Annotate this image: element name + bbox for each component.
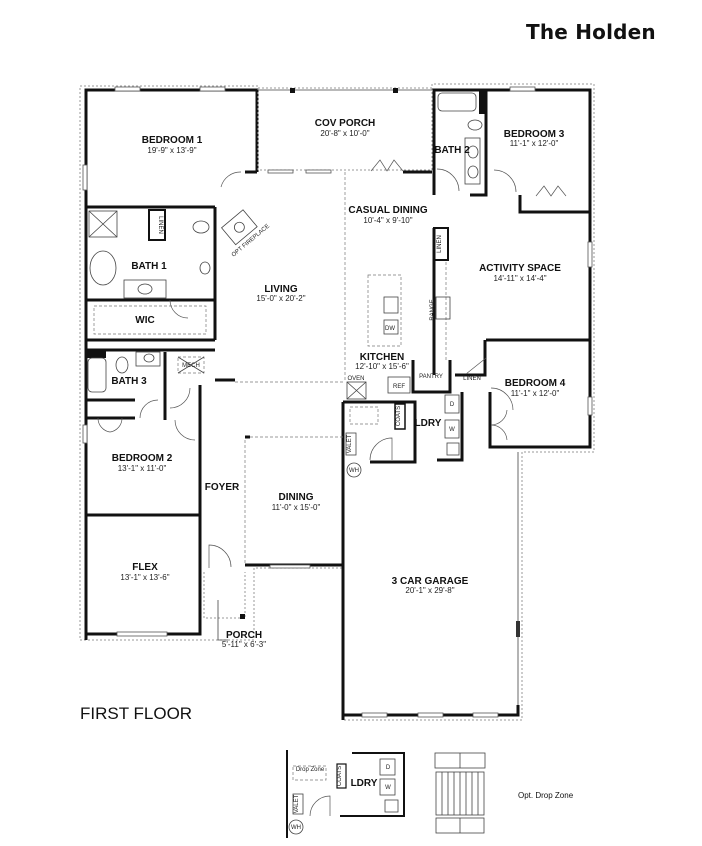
linen-label-hall: LINEN <box>463 376 481 382</box>
option-wh-label: WH <box>291 825 301 831</box>
room-bath3-mech: MECH BATH 3 <box>86 348 215 420</box>
room-dims-bedroom2: 13'-1" x 11'-0" <box>118 464 167 473</box>
option-drop-zone-label: Drop Zone <box>296 767 325 773</box>
room-garage: 3 CAR GARAGE 20'-1" x 29'-8" <box>343 452 520 718</box>
room-name-foyer: FOYER <box>205 482 240 493</box>
room-name-bedroom1: BEDROOM 1 <box>142 135 203 146</box>
room-dims-kitchen: 12'-10" x 15'-6" <box>355 362 409 371</box>
room-casual-dining-kitchen: CASUAL DINING 10'-4" x 9'-10" KITCHEN 12… <box>344 172 452 400</box>
room-name-bath1: BATH 1 <box>131 261 167 272</box>
room-name-bedroom2: BEDROOM 2 <box>112 453 173 464</box>
room-dims-bedroom4: 11'-1" x 12'-0" <box>511 389 560 398</box>
mech-label: MECH <box>182 363 200 369</box>
option-washer-label: W <box>385 785 391 791</box>
fireplace-label: OPT FIREPLACE <box>231 224 271 259</box>
pantry-label: PANTRY <box>419 374 443 380</box>
room-dims-porch: 5'-11" x 6'-3" <box>222 640 266 649</box>
dryer-label: D <box>450 402 455 408</box>
water-heater-label: WH <box>349 468 359 474</box>
room-name-bedroom4: BEDROOM 4 <box>505 378 566 389</box>
room-name-bath2: BATH 2 <box>434 145 470 156</box>
room-living: LIVING 15'-0" x 20'-2" <box>215 284 345 383</box>
option-drop-zone-plan: Drop Zone COATS LDRY D W VALET WH <box>286 750 405 838</box>
option-ldry-label: LDRY <box>351 778 378 789</box>
ref-label: REF <box>393 384 405 390</box>
room-bedroom1: BEDROOM 1 19'-9" x 13'-9" <box>82 86 259 209</box>
room-dims-casual-dining: 10'-4" x 9'-10" <box>363 216 412 225</box>
linen-label-bath1: LINEN <box>157 216 163 234</box>
washer-label: W <box>449 427 455 433</box>
option-drop-zone-elevation <box>434 752 486 834</box>
room-dims-garage: 20'-1" x 29'-8" <box>405 586 454 595</box>
linen-label-kitchen: LINEN <box>437 235 443 253</box>
option-valet-label: VALET <box>294 794 300 813</box>
room-dims-bedroom1: 19'-9" x 13'-9" <box>147 146 196 155</box>
room-name-bedroom3: BEDROOM 3 <box>504 129 565 140</box>
room-cov-porch: COV PORCH 20'-8" x 10'-0" <box>257 88 433 174</box>
option-label: Opt. Drop Zone <box>518 791 574 800</box>
dishwasher-label: DW <box>385 326 395 332</box>
room-name-living: LIVING <box>264 284 298 295</box>
coats-label: COATS <box>396 406 402 426</box>
room-dims-flex: 13'-1" x 13'-6" <box>120 573 169 582</box>
room-dims-living: 15'-0" x 20'-2" <box>256 294 305 303</box>
room-porch: PORCH 5'-11" x 6'-3" <box>203 572 266 649</box>
room-name-kitchen: KITCHEN <box>360 352 404 363</box>
room-dims-activity-space: 14'-11" x 14'-4" <box>493 274 546 283</box>
range-label: RANGE <box>430 299 436 320</box>
room-foyer-dining: FOYER DINING 11'-0" x 15'-0" <box>198 385 343 570</box>
valet-label: VALET <box>347 434 353 453</box>
room-bath2-bedroom3: BATH 2 BEDROOM 3 11'-1" x 12'-0" <box>432 86 593 340</box>
plan-title: The Holden <box>526 20 656 44</box>
room-name-cov-porch: COV PORCH <box>315 118 376 129</box>
room-name-ldry: LDRY <box>415 418 442 429</box>
fireplace: OPT FIREPLACE <box>220 209 271 259</box>
room-name-porch: PORCH <box>226 630 262 641</box>
room-flex: FLEX 13'-1" x 13'-6" <box>86 562 202 637</box>
floor-label: FIRST FLOOR <box>80 704 193 723</box>
room-dims-dining: 11'-0" x 15'-0" <box>272 503 321 512</box>
room-bath1-wic: LINEN BATH 1 WIC <box>84 207 217 640</box>
room-name-garage: 3 CAR GARAGE <box>392 576 469 587</box>
room-activity-bedroom4: LINEN ACTIVITY SPACE 14'-11" x 14'-4" BE… <box>455 263 593 449</box>
oven-label: OVEN <box>347 376 364 382</box>
option-dryer-label: D <box>386 765 391 771</box>
room-name-casual-dining: CASUAL DINING <box>348 205 427 216</box>
room-name-dining: DINING <box>279 492 314 503</box>
room-name-wic: WIC <box>135 315 154 326</box>
room-name-bath3: BATH 3 <box>111 376 147 387</box>
room-name-flex: FLEX <box>132 562 158 573</box>
room-name-activity-space: ACTIVITY SPACE <box>479 263 561 274</box>
room-bedroom2: BEDROOM 2 13'-1" x 11'-0" <box>82 416 202 517</box>
option-coats-label: COATS <box>337 766 343 786</box>
room-laundry: COATS D W VALET WH LDRY <box>341 392 464 720</box>
room-dims-bedroom3: 11'-1" x 12'-0" <box>510 139 559 148</box>
room-dims-cov-porch: 20'-8" x 10'-0" <box>320 129 369 138</box>
